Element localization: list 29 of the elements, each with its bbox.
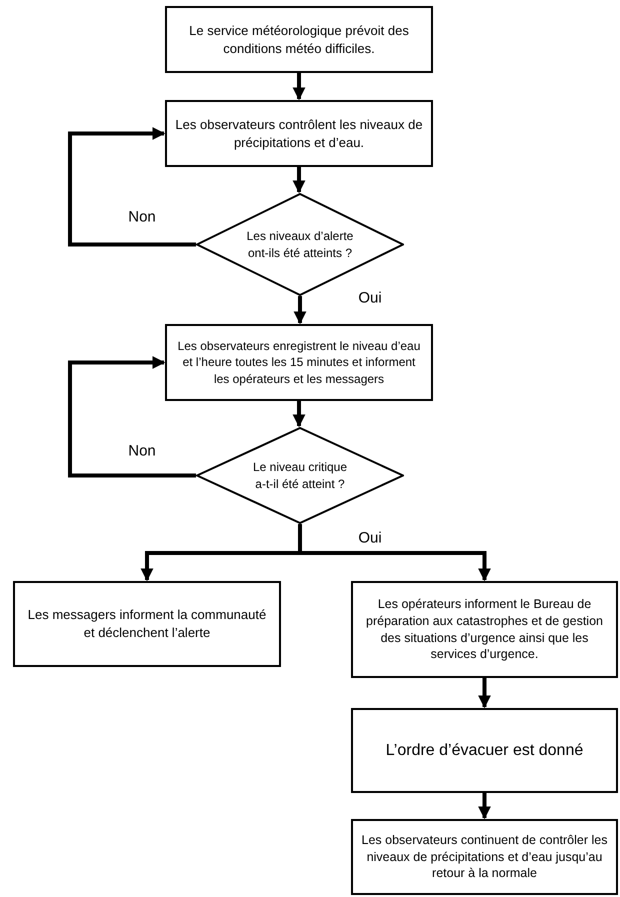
edge-label: Non: [126, 444, 158, 458]
edge-label: Non: [126, 210, 158, 224]
process-box: [13, 581, 281, 667]
process-box: [165, 100, 433, 167]
decision-text: Les niveaux d’alerte ont-ils été atteints ?: [246, 228, 354, 261]
step-text: Les opérateurs informent le Bureau de préparation aux catastrophes et de gestion des situations d’urgence ainsi que les services d’urgence.: [365, 596, 604, 664]
edge-label: Oui: [356, 290, 384, 306]
step-text: L’ordre d’évacuer est donné: [386, 740, 584, 761]
arrow: [294, 296, 306, 324]
step-text: Le service météorologique prévoit des conditions météo difficiles.: [188, 22, 410, 58]
step-text: Les observateurs enregistrent le niveau d’eau et l’heure toutes les 15 minutes et informent les opérateurs et les messagers: [176, 338, 422, 387]
step-text: Les observateurs contrôlent les niveaux de précipitations et d’eau.: [175, 116, 423, 152]
process-box: [351, 819, 618, 895]
arrow: [68, 127, 196, 246]
process-box: [351, 708, 618, 793]
arrow: [292, 73, 306, 100]
arrow: [478, 793, 491, 820]
edge-label: Oui: [356, 530, 384, 546]
arrow: [68, 356, 196, 478]
arrow: [292, 401, 306, 428]
decision-diamond: [196, 427, 404, 524]
step-text: Les messagers informent la communauté et déclenchent l’alerte: [26, 606, 268, 642]
process-box: [351, 581, 618, 678]
arrow: [292, 167, 306, 194]
step-text: Les observateurs continuent de contrôler les niveaux de précipitations et d’eau jusqu’au retour à la normale: [361, 832, 608, 882]
decision-text: Le niveau critique a-t-il été atteint ?: [252, 459, 348, 492]
process-box: [165, 324, 433, 401]
arrow: [478, 678, 491, 708]
process-box: [165, 6, 433, 73]
